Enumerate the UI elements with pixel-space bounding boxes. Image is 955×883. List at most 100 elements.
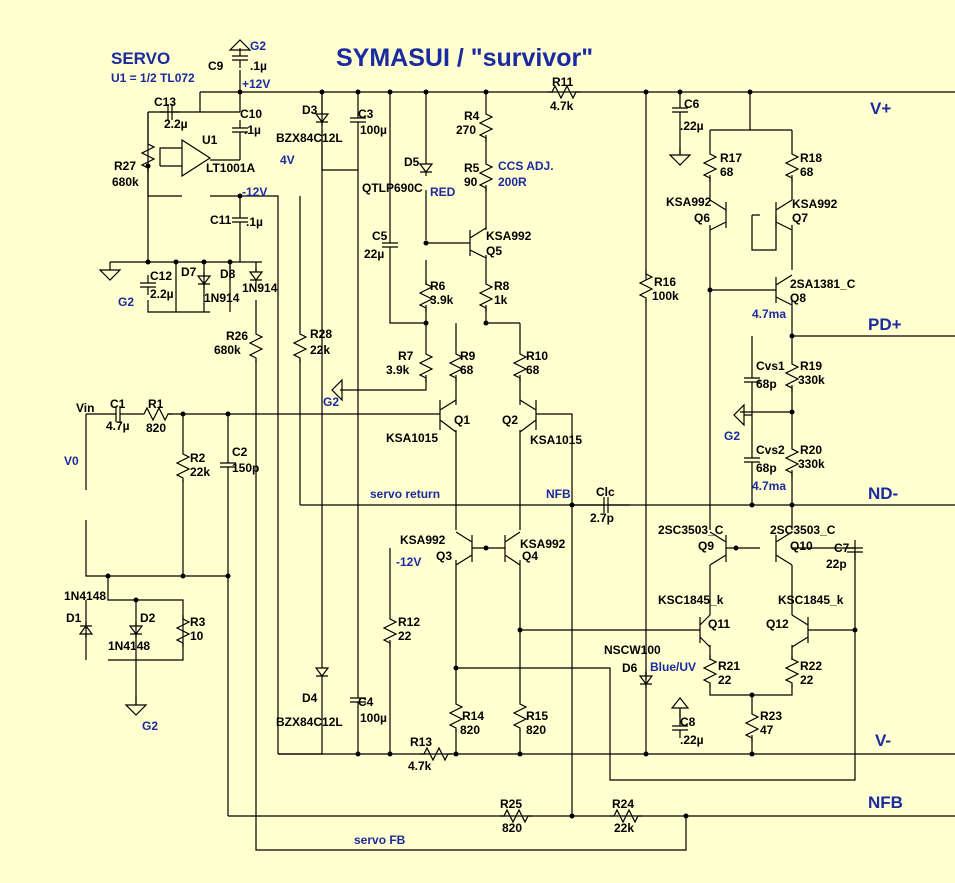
svg-text:C12: C12 <box>150 269 172 283</box>
svg-text:2.2µ: 2.2µ <box>150 287 174 301</box>
rail-vminus: V- <box>875 731 891 750</box>
svg-text:KSA992: KSA992 <box>486 229 532 243</box>
q4-symbol <box>504 531 521 566</box>
svg-text:R10: R10 <box>526 349 548 363</box>
svg-text:KSA1015: KSA1015 <box>530 433 582 447</box>
svg-text:C5: C5 <box>372 229 388 243</box>
svg-text:R11: R11 <box>552 75 574 89</box>
svg-text:C10: C10 <box>240 107 262 121</box>
gnd-symbol <box>669 146 691 166</box>
svg-text:R24: R24 <box>612 797 634 811</box>
svg-text:R15: R15 <box>526 709 548 723</box>
rail-pdplus: PD+ <box>868 315 902 334</box>
servo-heading: SERVO <box>111 49 170 68</box>
svg-text:Q9: Q9 <box>698 539 714 553</box>
svg-text:2SA1381_C: 2SA1381_C <box>790 277 856 291</box>
q1-symbol <box>439 399 457 433</box>
svg-text:.22µ: .22µ <box>680 733 704 747</box>
svg-text:C2: C2 <box>232 445 248 459</box>
svg-text:R16: R16 <box>654 275 676 289</box>
svg-text:68p: 68p <box>756 461 777 475</box>
junctions <box>105 89 858 819</box>
svg-text:22k: 22k <box>310 343 330 357</box>
svg-text:270: 270 <box>456 123 476 137</box>
svg-text:330k: 330k <box>798 457 825 471</box>
svg-text:R8: R8 <box>494 279 510 293</box>
net-ma2: 4.7ma <box>752 479 786 493</box>
svg-text:.22µ: .22µ <box>680 119 704 133</box>
net-g2: G2 <box>142 719 158 733</box>
svg-text:680k: 680k <box>214 343 241 357</box>
svg-text:68: 68 <box>526 363 540 377</box>
svg-text:22p: 22p <box>826 557 847 571</box>
q12-symbol <box>791 614 809 648</box>
svg-text:2.2µ: 2.2µ <box>164 117 188 131</box>
svg-text:Q6: Q6 <box>694 211 710 225</box>
svg-text:C6: C6 <box>684 97 700 111</box>
servo-note: U1 = 1/2 TL072 <box>111 71 195 85</box>
svg-text:820: 820 <box>146 421 166 435</box>
svg-text:R18: R18 <box>800 151 822 165</box>
svg-text:1N914: 1N914 <box>242 281 278 295</box>
svg-text:22k: 22k <box>190 465 210 479</box>
svg-text:1k: 1k <box>494 293 508 307</box>
svg-text:R1: R1 <box>148 397 164 411</box>
svg-text:D6: D6 <box>622 661 638 675</box>
svg-text:D3: D3 <box>302 103 318 117</box>
net-servo-fb: servo FB <box>354 833 406 847</box>
svg-text:4.7µ: 4.7µ <box>106 419 130 433</box>
svg-text:68p: 68p <box>756 377 777 391</box>
svg-text:Q5: Q5 <box>486 244 502 258</box>
svg-text:NSCW100: NSCW100 <box>604 643 661 657</box>
svg-text:100k: 100k <box>652 289 679 303</box>
svg-text:Q12: Q12 <box>766 617 789 631</box>
svg-text:D7: D7 <box>181 265 197 279</box>
svg-text:22: 22 <box>398 629 412 643</box>
net-servo-return: servo return <box>370 487 440 501</box>
svg-text:KSA992: KSA992 <box>792 197 838 211</box>
svg-text:680k: 680k <box>112 175 139 189</box>
component-symbols <box>79 39 864 823</box>
q8-symbol <box>775 274 793 306</box>
svg-text:100µ: 100µ <box>360 711 387 725</box>
svg-text:47: 47 <box>760 723 774 737</box>
net-g2: G2 <box>323 395 339 409</box>
svg-text:C7: C7 <box>834 541 850 555</box>
wiring <box>85 70 955 851</box>
svg-text:U1: U1 <box>202 133 218 147</box>
net-g2: G2 <box>250 39 266 53</box>
net-v4: 4V <box>280 153 295 167</box>
svg-text:C13: C13 <box>154 95 176 109</box>
svg-text:R5: R5 <box>464 161 480 175</box>
net-v0: V0 <box>64 454 79 468</box>
svg-text:D8: D8 <box>220 267 236 281</box>
net-g2: G2 <box>724 429 740 443</box>
rail-nfb: NFB <box>868 793 903 812</box>
svg-text:R19: R19 <box>800 359 822 373</box>
svg-text:.1µ: .1µ <box>250 59 267 73</box>
svg-text:R9: R9 <box>460 349 476 363</box>
svg-text:R7: R7 <box>398 349 414 363</box>
svg-text:4.7k: 4.7k <box>408 759 432 773</box>
svg-text:Q4: Q4 <box>522 549 538 563</box>
svg-text:22µ: 22µ <box>364 247 384 261</box>
q7-symbol <box>775 199 793 231</box>
svg-text:C8: C8 <box>680 715 696 729</box>
svg-text:R12: R12 <box>398 615 420 629</box>
q11-symbol <box>699 614 711 648</box>
svg-text:330k: 330k <box>798 373 825 387</box>
svg-text:Cvs1: Cvs1 <box>756 359 785 373</box>
svg-text:R21: R21 <box>718 659 740 673</box>
svg-text:KSA992: KSA992 <box>520 537 566 551</box>
svg-text:BZX84C12L: BZX84C12L <box>276 131 343 145</box>
svg-text:BZX84C12L: BZX84C12L <box>276 715 343 729</box>
svg-text:C1: C1 <box>110 397 126 411</box>
svg-text:KSA992: KSA992 <box>666 195 712 209</box>
svg-text:22: 22 <box>718 673 732 687</box>
d4-symbol <box>315 663 329 681</box>
svg-text:Q11: Q11 <box>708 617 730 631</box>
svg-text:R26: R26 <box>226 329 248 343</box>
svg-text:LT1001A: LT1001A <box>206 161 255 175</box>
svg-text:Q2: Q2 <box>502 413 518 427</box>
svg-text:68: 68 <box>800 165 814 179</box>
